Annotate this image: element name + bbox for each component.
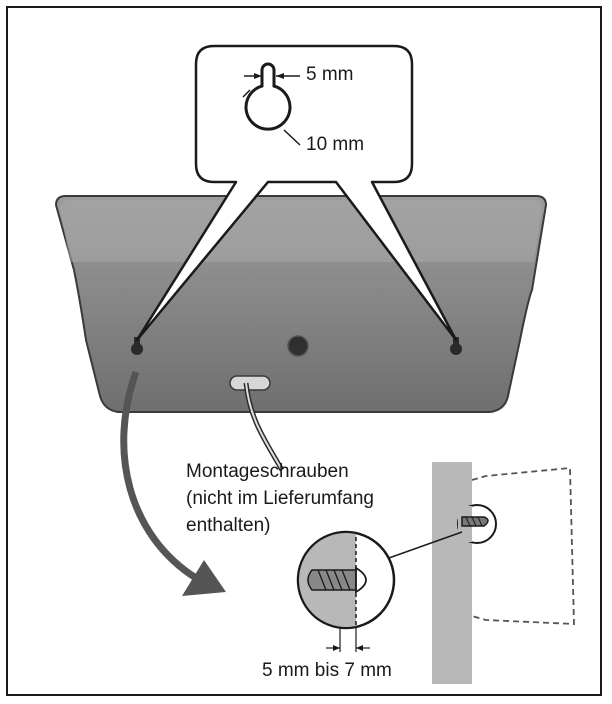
- keyhole-height-label: 10 mm: [306, 134, 365, 155]
- direction-arrow: [120, 370, 226, 596]
- keyhole-slot-right: [450, 337, 462, 355]
- screw-depth-label: 5 mm bis 7 mm: [262, 660, 392, 681]
- keyhole-width-label: 5 mm: [306, 64, 354, 85]
- speaker-body: [54, 195, 548, 413]
- cable: [229, 375, 285, 472]
- screw-caption-line2: (nicht im Lieferumfang: [186, 488, 374, 509]
- speaker-silhouette: [471, 467, 575, 625]
- depth-dimension: [326, 628, 370, 652]
- screw-caption-line1: Montageschrauben: [186, 461, 349, 482]
- keyhole-slot-left: [131, 337, 143, 355]
- screw-small-circle: [457, 504, 497, 544]
- screw-caption: Montageschrauben (nicht im Lieferumfang …: [186, 458, 374, 539]
- screw-caption-line3: enthalten): [186, 515, 271, 536]
- center-socket: [287, 335, 309, 357]
- wall: [432, 462, 472, 684]
- screw-detail-circle: [296, 530, 396, 630]
- keyhole-callout: [135, 44, 458, 342]
